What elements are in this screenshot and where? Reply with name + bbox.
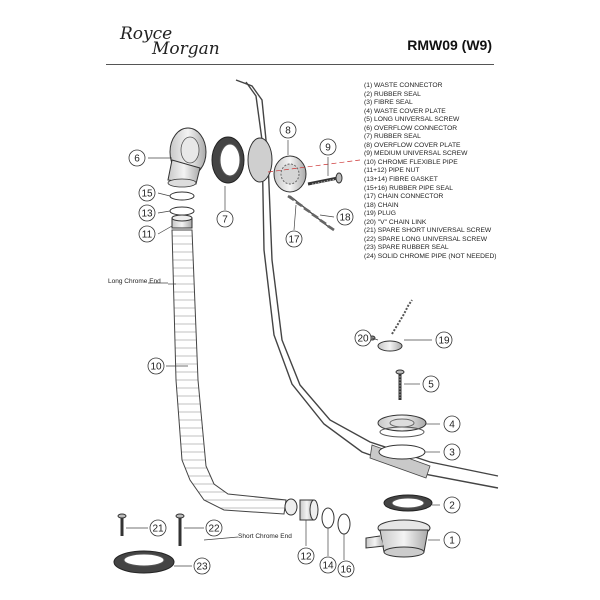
fibre-gasket-14 — [321, 507, 335, 529]
callout-12: 12 — [300, 552, 312, 563]
callout-23: 23 — [196, 562, 208, 573]
callout-6: 6 — [134, 154, 140, 165]
legend-item: (4) WASTE COVER PLATE — [364, 107, 446, 115]
callout-22: 22 — [208, 524, 220, 535]
legend-item: (2) RUBBER SEAL — [364, 90, 421, 98]
fibre-gasket-13 — [169, 206, 195, 216]
leader-lines — [126, 140, 440, 567]
callout-markers: 6 7 8 9 15 13 11 18 17 10 20 19 5 — [128, 121, 461, 578]
brand-logo-line1: Royce — [120, 24, 173, 44]
legend-item: (5) LONG UNIVERSAL SCREW — [364, 116, 460, 124]
callout-21: 21 — [152, 524, 164, 535]
overflow-rubber-seal — [211, 136, 245, 184]
rubber-pipe-seal-16 — [337, 513, 351, 535]
pipe-nut-12 — [299, 499, 319, 521]
callout-9: 9 — [325, 143, 331, 154]
waste-rubber-seal — [383, 494, 433, 512]
legend-item: (1) WASTE CONNECTOR — [364, 82, 443, 89]
legend-item: (23) SPARE RUBBER SEAL — [364, 244, 449, 252]
callout-1: 1 — [449, 536, 455, 547]
spare-long-universal-screw — [175, 513, 185, 546]
short-chrome-end-label: Short Chrome End — [238, 533, 292, 540]
waste-connector — [365, 519, 431, 558]
callout-5: 5 — [428, 380, 434, 391]
legend-item: (11+12) PIPE NUT — [364, 167, 420, 175]
long-universal-screw — [395, 369, 405, 400]
callout-15: 15 — [141, 189, 153, 200]
overflow-cover-plate — [247, 137, 307, 193]
legend-item: (3) FIBRE SEAL — [364, 99, 413, 107]
long-chrome-end-label: Long Chrome End — [108, 278, 161, 285]
callout-11: 11 — [142, 230, 153, 241]
rubber-pipe-seal-15 — [169, 191, 195, 201]
legend-item: (7) RUBBER SEAL — [364, 133, 421, 141]
waste-cover-plate — [377, 414, 427, 438]
callout-7: 7 — [222, 215, 228, 226]
callout-18: 18 — [339, 213, 351, 224]
legend-item: (17) CHAIN CONNECTOR — [364, 193, 444, 201]
spare-short-universal-screw — [117, 513, 127, 536]
brand-logo-line2: Morgan — [152, 39, 220, 59]
callout-20: 20 — [357, 334, 369, 345]
pipe-nut-11 — [171, 214, 193, 229]
legend-item: (9) MEDIUM UNIVERSAL SCREW — [364, 150, 468, 158]
callout-8: 8 — [285, 126, 291, 137]
fibre-seal — [378, 444, 426, 460]
chrome-flexible-pipe — [171, 229, 298, 516]
callout-10: 10 — [150, 362, 162, 373]
callout-13: 13 — [141, 209, 153, 220]
spare-rubber-seal — [113, 550, 175, 574]
callout-3: 3 — [449, 448, 455, 459]
callout-17: 17 — [288, 235, 300, 246]
legend-item: (22) SPARE LONG UNIVERSAL SCREW — [364, 235, 488, 243]
callout-16: 16 — [340, 565, 352, 576]
overflow-chain — [287, 194, 335, 232]
overflow-connector — [167, 127, 207, 188]
plug-with-chain — [368, 299, 413, 352]
header-divider — [106, 64, 494, 65]
callout-2: 2 — [449, 501, 455, 512]
callout-19: 19 — [438, 336, 450, 347]
legend-item: (20) "V" CHAIN LINK — [364, 218, 427, 226]
legend-item: (10) CHROME FLEXIBLE PIPE — [364, 158, 458, 166]
legend-item: (15+16) RUBBER PIPE SEAL — [364, 184, 454, 192]
legend-item: (19) PLUG — [364, 210, 396, 218]
legend-item: (21) SPARE SHORT UNIVERSAL SCREW — [364, 227, 492, 235]
medium-universal-screw — [267, 159, 361, 186]
parts-legend: (1) WASTE CONNECTOR (2) RUBBER SEAL (3) … — [364, 82, 497, 261]
legend-item: (8) OVERFLOW COVER PLATE — [364, 141, 461, 149]
callout-14: 14 — [322, 561, 334, 572]
legend-item: (13+14) FIBRE GASKET — [364, 176, 438, 184]
legend-item: (24) SOLID CHROME PIPE (NOT NEEDED) — [364, 252, 497, 260]
legend-item: (18) CHAIN — [364, 201, 399, 209]
model-number: RMW09 (W9) — [407, 37, 492, 53]
legend-item: (6) OVERFLOW CONNECTOR — [364, 124, 458, 132]
callout-4: 4 — [449, 420, 455, 431]
